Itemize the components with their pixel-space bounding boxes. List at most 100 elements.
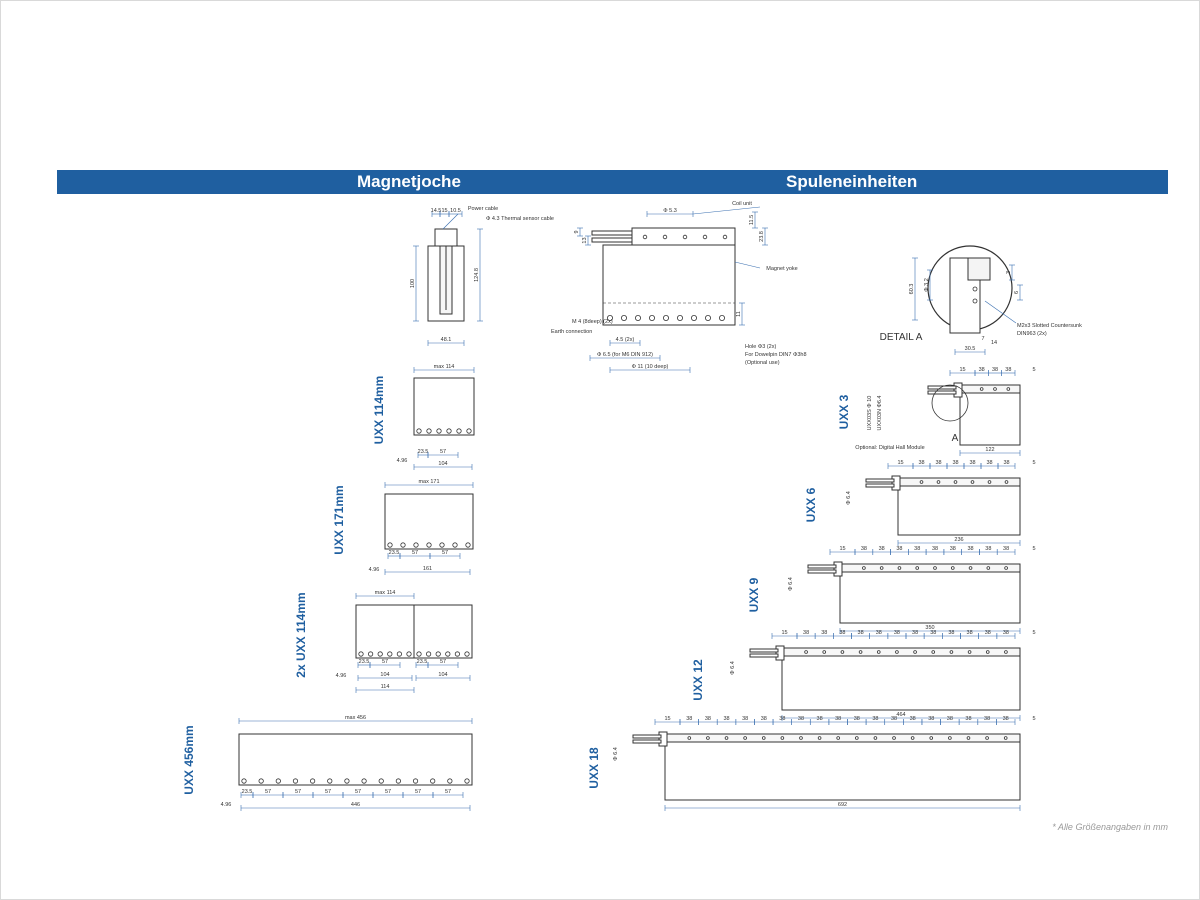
yoke-114-hole [456,428,462,434]
coil-uxx3-dim-pitch-value: 38 [992,367,998,373]
dim-45-value: 4.5 (2x) [616,337,635,343]
dim-detail-6-value: 6 [1014,291,1020,294]
yoke-2x-114-a-hole [377,651,383,657]
coil-uxx18-hole [799,736,803,740]
coil-uxx3-hole [1006,387,1011,391]
uxx3-note-a: UXX03N Φ6.4 [877,396,883,431]
dim-yoke171-left: 4.96 [369,567,380,573]
coil-uxx18-dim-pitch-value: 38 [817,716,823,722]
yoke-hole [705,314,712,321]
dim-2x-max-value: max 114 [375,590,396,596]
yoke-hole [621,314,628,321]
coil-uxx9-hole [879,566,884,570]
coil-uxx18-dim-first-value: 15 [664,716,670,722]
coil-uxx18-dim-pitch-value: 38 [705,716,711,722]
coil-uxx12-hole [876,650,881,654]
coil-uxx6-dim-pitch-value: 38 [918,460,924,466]
coil-uxx18-dim-pitch-value: 38 [742,716,748,722]
dim-height-total-value: 124.8 [474,268,480,282]
dim-yoke171-bottom-value: 161 [423,566,432,572]
dim-2x-d-value: 57 [440,659,446,665]
coil-uxx12-dim-pitch-value: 38 [967,630,973,636]
coil-unit-hole [682,234,688,240]
yoke-456-hole [258,778,264,784]
coil-uxx9-dim-pitch-value: 38 [985,546,991,552]
dim-right-115-value: 11.5 [749,215,755,225]
yoke-171-hole [426,542,432,548]
yoke-2x-114-b-hole [454,651,460,657]
detail-a-title: DETAIL A [880,332,923,343]
coil-uxx9-dim-pitch-value: 38 [967,546,973,552]
coil-uxx18-hole [892,736,896,740]
yoke-hole [663,314,670,321]
dim-yoke456-max-value: max 456 [345,715,366,721]
coil-uxx12-hole [949,650,954,654]
dim-left-9-value: 9 [574,230,580,233]
coil-uxx12-label: UXX 12 [691,659,705,701]
dim-diam-53-value: Φ 5.3 [663,208,677,214]
coil-uxx9-hole [950,566,955,570]
yoke-hole [719,314,726,321]
coil-uxx12-hole [822,650,827,654]
coil-uxx18-hole [910,736,915,740]
yoke-114-hole [426,428,432,434]
footnote: * Alle Größenangaben in mm [1052,822,1168,832]
coil-uxx12-dim-pitch-value: 38 [876,630,882,636]
coil-uxx3-cable-1 [927,385,957,390]
coil-uxx6-cable-1 [865,478,895,483]
dim-right-238-value: 23.8 [759,231,765,242]
yoke-hole [635,314,642,321]
coil-uxx12-dim-pitch-value: 38 [930,630,936,636]
coil-uxx18-hole [706,736,710,740]
yoke-171-hole [413,542,419,548]
yoke-2x-114-b-hole [445,651,451,657]
coil-uxx12-dim-pitch-value: 38 [894,630,900,636]
dim-detail-14: 14 [991,340,997,346]
detail-leader [984,300,1017,324]
dim-yoke114-bottom-value: 104 [438,461,447,467]
coil-uxx3-dim-first-value: 15 [959,367,965,373]
dim-2x-left: 4.96 [336,673,347,679]
coil-uxx18-hole [743,736,747,740]
coil-uxx9-hole [1004,566,1008,570]
coil-uxx9-hole [968,566,973,570]
coil-uxx3-hole [979,387,984,391]
yoke-2x-114-b-hole [435,651,441,657]
yoke-456-hole [241,778,247,784]
header-magnetjoche: Magnetjoche [357,172,461,191]
coil-uxx6-dim-pitch-value: 38 [1003,460,1009,466]
coil-uxx18-hole [724,736,729,740]
coil-uxx18-hole [873,736,878,740]
magnet-yoke-label: Magnet yoke [766,266,798,272]
dim-yoke171-a-value: 23.5 [389,550,400,556]
coil-uxx6-body [897,485,1021,536]
yoke-171-hole [439,542,445,548]
coil-uxx6-dim-pitch-value: 38 [952,460,958,466]
coil-uxx12-dim-pitch-value: 38 [821,630,827,636]
coil-uxx9-dim-pitch-value: 38 [1003,546,1009,552]
dim-2x-c-value: 23.5 [417,659,428,665]
coil-uxx9-hole [933,566,937,570]
coil-uxx3-end-cap [953,382,963,398]
coil-uxx6-hole [953,480,958,484]
coil-uxx12-dim-first-value: 15 [781,630,787,636]
detail-a-block [967,257,991,281]
front-cable-1 [591,230,633,236]
yoke-2x-114-a-hole [406,651,412,657]
side-view-cable-block [434,228,458,247]
yoke-2x-114-a-hole [358,651,364,657]
coil-uxx18-dim-pitch-value: 38 [686,716,692,722]
dim-yoke171-b-value: 57 [412,550,418,556]
coil-uxx18-hole [687,736,692,740]
coil-uxx6-hole [936,480,941,484]
coil-uxx18-hole [761,736,766,740]
coil-uxx12-dim-pitch-value: 38 [858,630,864,636]
dim-detail-32-value: Φ 3.2 [924,278,930,292]
coil-uxx9-label: UXX 9 [747,577,761,612]
coil-uxx18-dim-pitch-value: 38 [1003,716,1009,722]
coil-uxx18-end-cap [658,731,668,747]
coil-uxx12-dim-pitch-value: 38 [803,630,809,636]
hole-label-2: For Dowelpin DIN7 Φ3h8 [745,352,807,358]
power-cable-label: Power cable [468,206,498,212]
coil-uxx12-dim-pitch-value: 38 [1003,630,1009,636]
